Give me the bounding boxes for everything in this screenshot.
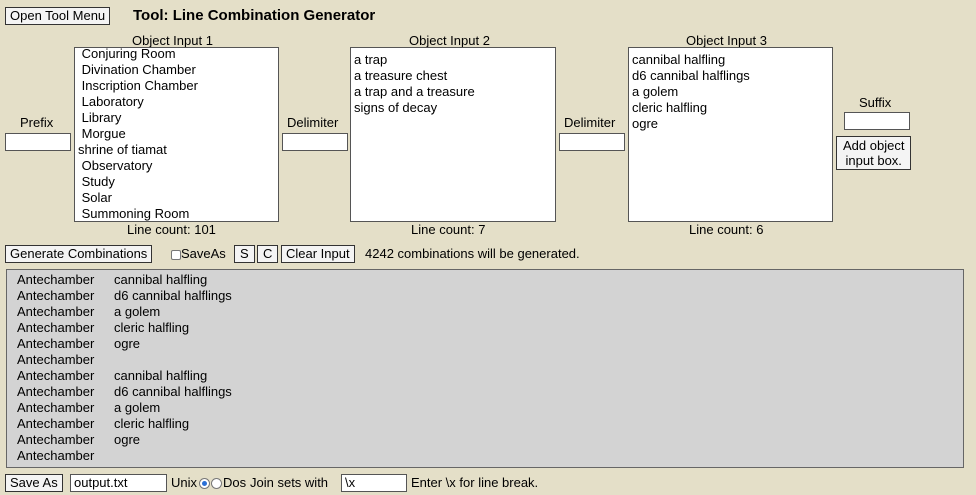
object-input-1-line: Study <box>78 174 115 189</box>
saveas-checkbox[interactable] <box>171 250 181 260</box>
clear-input-button[interactable]: Clear Input <box>281 245 355 263</box>
object-input-1-line: Library <box>78 110 122 125</box>
object-input-1-line: Laboratory <box>78 94 144 109</box>
object-input-1-line: shrine of tiamat <box>78 142 167 157</box>
suffix-input[interactable] <box>844 112 910 130</box>
output-row: Antechamber a golem <box>7 400 963 416</box>
output-row: Antechamber <box>7 352 963 368</box>
add-object-input-box-button[interactable]: Add object input box. <box>836 136 912 170</box>
output-row: Antechamber a golem <box>7 304 963 320</box>
object-input-3-line: d6 cannibal halflings <box>632 68 750 83</box>
object-input-3-line: cleric halfling <box>632 100 708 115</box>
combination-status: 4242 combinations will be generated. <box>365 246 580 261</box>
output-row-room: Antechamber <box>17 384 95 399</box>
object-input-3-title: Object Input 3 <box>686 33 767 48</box>
object-input-3-line-count: Line count: 6 <box>689 222 764 237</box>
object-input-1-line: Observatory <box>78 158 153 173</box>
output-row: Antechamber d6 cannibal halflings <box>7 384 963 400</box>
join-sets-input[interactable]: \x <box>341 474 407 492</box>
unix-label: Unix <box>171 475 198 490</box>
object-input-3-line: a golem <box>632 84 679 99</box>
suffix-label: Suffix <box>859 95 892 110</box>
output-row-room: Antechamber <box>17 352 95 367</box>
output-row-object: a golem <box>114 400 161 415</box>
delimiter-1-input[interactable] <box>282 133 348 151</box>
object-input-1-line-count: Line count: 101 <box>127 222 216 237</box>
output-row-room: Antechamber <box>17 368 95 383</box>
output-row-room: Antechamber <box>17 416 95 431</box>
dos-radio[interactable] <box>211 478 222 489</box>
page-title: Tool: Line Combination Generator <box>133 7 376 24</box>
object-input-2-line: a treasure chest <box>354 68 448 83</box>
join-sets-label: Join sets with <box>250 475 329 490</box>
output-row: Antechamber cleric halfling <box>7 320 963 336</box>
add-box-label-line-2: input box. <box>845 153 902 168</box>
prefix-label: Prefix <box>20 115 54 130</box>
object-input-2-line-count: Line count: 7 <box>411 222 486 237</box>
output-row: Antechamber ogre <box>7 336 963 352</box>
filename-input[interactable]: output.txt <box>70 474 167 492</box>
object-input-1-line: Solar <box>78 190 112 205</box>
output-row: Antechamber cannibal halfling <box>7 368 963 384</box>
save-as-button[interactable]: Save As <box>5 474 63 492</box>
unix-radio[interactable] <box>199 478 210 489</box>
object-input-3-line: cannibal halfling <box>632 52 726 67</box>
object-input-2-line: a trap and a treasure <box>354 84 475 99</box>
output-row-room: Antechamber <box>17 304 95 319</box>
output-row-object: a golem <box>114 304 161 319</box>
object-input-2-line: a trap <box>354 52 388 67</box>
object-input-1-line: Conjuring Room <box>78 47 176 61</box>
object-input-1-line: Divination Chamber <box>78 62 196 77</box>
line-break-hint: Enter \x for line break. <box>411 475 539 490</box>
object-input-2-title: Object Input 2 <box>409 33 490 48</box>
output-row: Antechamber d6 cannibal halflings <box>7 288 963 304</box>
output-row-object: cleric halfling <box>114 320 190 335</box>
output-row-room: Antechamber <box>17 336 95 351</box>
object-input-3-line: ogre <box>632 116 659 131</box>
saveas-checkbox-label: SaveAs <box>181 246 226 261</box>
output-row-object: ogre <box>114 336 141 351</box>
c-button[interactable]: C <box>257 245 279 263</box>
output-row: Antechamber cannibal halfling <box>7 272 963 288</box>
s-button[interactable]: S <box>234 245 255 263</box>
generate-combinations-button[interactable]: Generate Combinations <box>5 245 153 263</box>
output-row-room: Antechamber <box>17 288 95 303</box>
output-row-room: Antechamber <box>17 272 95 287</box>
output-row: Antechamber <box>7 448 963 464</box>
delimiter-1-label: Delimiter <box>287 115 339 130</box>
output-row-object: d6 cannibal halflings <box>114 288 232 303</box>
object-input-1-line: Summoning Room <box>78 206 190 221</box>
prefix-input[interactable] <box>5 133 71 151</box>
output-row-room: Antechamber <box>17 448 95 463</box>
object-input-1-line: Inscription Chamber <box>78 78 198 93</box>
output-row-room: Antechamber <box>17 320 95 335</box>
object-input-1-line: Morgue <box>78 126 126 141</box>
output-row-object: cannibal halfling <box>114 368 208 383</box>
output-row: Antechamber cleric halfling <box>7 416 963 432</box>
open-tool-menu-button[interactable]: Open Tool Menu <box>5 7 111 25</box>
output-row-object: d6 cannibal halflings <box>114 384 232 399</box>
dos-label: Dos <box>223 475 247 490</box>
delimiter-2-label: Delimiter <box>564 115 616 130</box>
output-row: Antechamber ogre <box>7 432 963 448</box>
object-input-1-title: Object Input 1 <box>132 33 213 48</box>
output-row-room: Antechamber <box>17 432 95 447</box>
delimiter-2-input[interactable] <box>559 133 625 151</box>
add-box-label-line-1: Add object <box>843 138 905 153</box>
output-row-room: Antechamber <box>17 400 95 415</box>
output-row-object: cannibal halfling <box>114 272 208 287</box>
object-input-1-textarea[interactable]: Conjuring Room Divination Chamber Inscri… <box>74 47 279 222</box>
output-row-object: ogre <box>114 432 141 447</box>
output-row-object: cleric halfling <box>114 416 190 431</box>
object-input-2-line: signs of decay <box>354 100 438 115</box>
